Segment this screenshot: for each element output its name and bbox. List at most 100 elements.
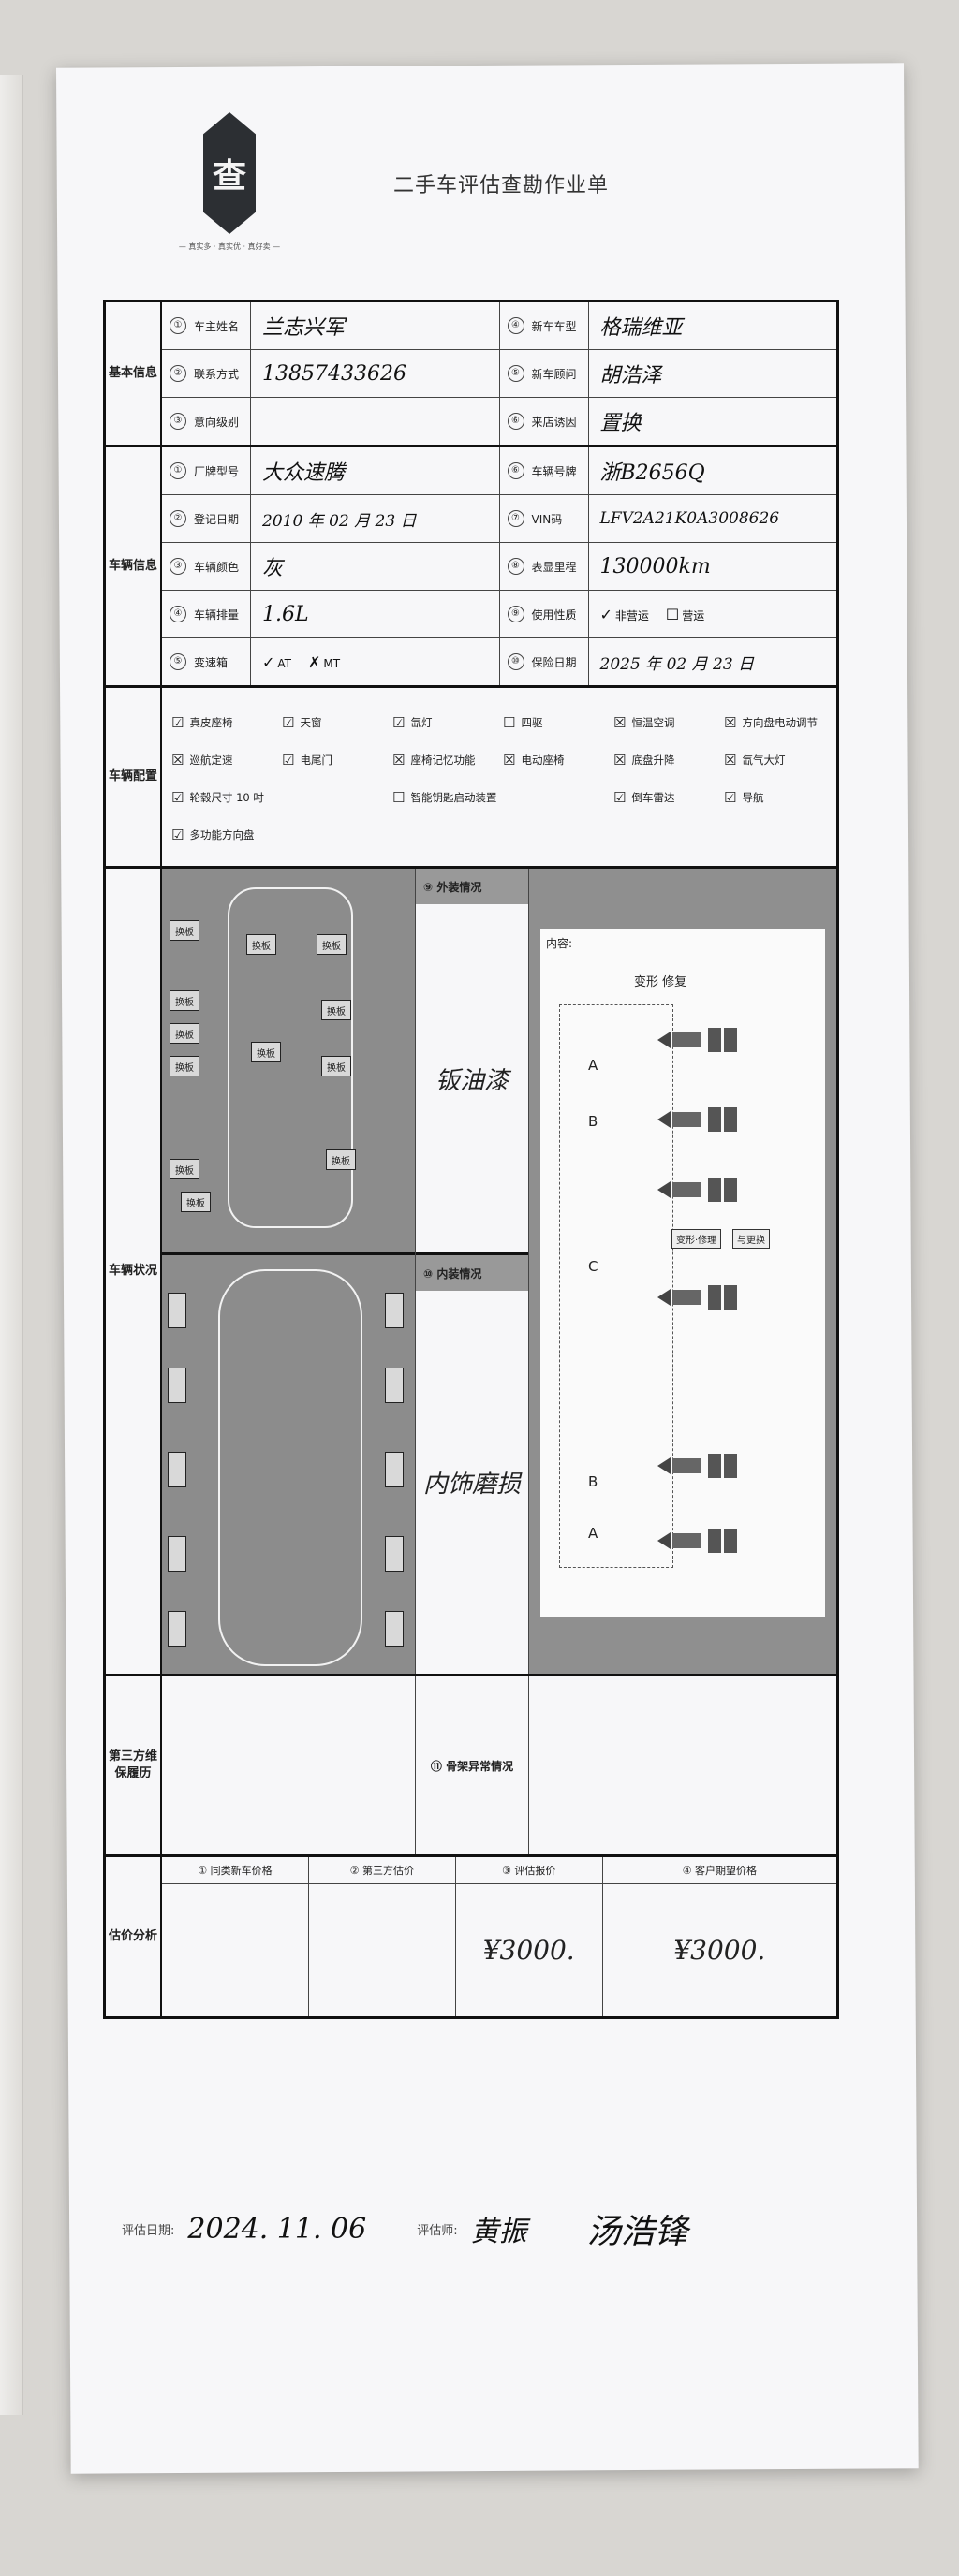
panel-box[interactable]: 换板 [170, 990, 199, 1011]
frame-marker[interactable] [657, 1178, 737, 1202]
usage-option-nonoperating[interactable]: ✓非营运 [599, 605, 649, 623]
customer-price-value[interactable]: ¥3000. [673, 1935, 766, 1966]
field-number: ① [170, 462, 186, 479]
brand-model-value[interactable]: 大众速腾 [251, 447, 500, 494]
config-item[interactable]: ☑电尾门 [282, 752, 332, 768]
displacement-value[interactable]: 1.6L [251, 591, 500, 637]
field-label: 来店诱因 [531, 415, 577, 429]
config-item[interactable]: ☑真皮座椅 [171, 714, 233, 731]
contact-value[interactable]: 13857433626 [251, 350, 500, 397]
interior-box[interactable] [385, 1368, 404, 1403]
date-value[interactable]: 2024. 11. 06 [187, 2212, 367, 2246]
field-number: ② [170, 365, 186, 382]
register-date-value[interactable]: 2010 年 02 月 23 日 [251, 495, 500, 542]
frame-abnormal-field[interactable] [529, 1676, 836, 1854]
signature[interactable]: 汤浩锋 [586, 2213, 688, 2251]
panel-box[interactable]: 换板 [170, 1056, 199, 1076]
price-value-row: ¥3000. ¥3000. [162, 1884, 836, 2016]
interior-box[interactable] [385, 1536, 404, 1572]
check-icon: ☑ [171, 827, 184, 843]
mileage-value[interactable]: 130000km [599, 554, 711, 578]
panel-box[interactable]: 换板 [317, 934, 347, 955]
gearbox-option-mt[interactable]: ✗MT [308, 652, 341, 671]
panel-box[interactable]: 换板 [170, 920, 199, 941]
new-car-price-value[interactable] [162, 1884, 309, 2016]
config-item[interactable]: ☐四驱 [503, 714, 543, 731]
plate-value[interactable]: 浙B2656Q [599, 461, 705, 485]
config-item[interactable]: ☒巡航定速 [171, 752, 233, 768]
cross-icon: ☒ [613, 714, 627, 731]
config-item[interactable]: ☒氙气大灯 [724, 752, 786, 768]
panel-box[interactable]: 换板 [321, 1000, 351, 1020]
interior-box[interactable] [385, 1293, 404, 1328]
interior-box[interactable] [168, 1293, 186, 1328]
gearbox-option-at[interactable]: ✓AT [262, 652, 292, 671]
interior-box[interactable] [168, 1611, 186, 1647]
frame-marker[interactable] [657, 1028, 737, 1052]
new-car-model-value[interactable]: 格瑞维亚 [599, 316, 683, 340]
config-item[interactable]: ☒方向盘电动调节 [724, 714, 818, 731]
panel-box[interactable]: 换板 [321, 1056, 351, 1076]
cross-icon: ☒ [724, 714, 737, 731]
frame-marker[interactable] [657, 1107, 737, 1132]
exterior-diagram: 换板 换板 换板 换板 换板 换板 换板 换板 换板 换板 换板 换板 [162, 869, 415, 1255]
config-item[interactable]: ☑氙灯 [392, 714, 433, 731]
config-item[interactable]: ☑轮毂尺寸 10 吋 [171, 789, 264, 806]
usage-option-operating[interactable]: ☐营运 [665, 605, 705, 623]
frame-marker[interactable] [657, 1529, 737, 1553]
owner-name-value[interactable]: 兰志兴军 [251, 302, 500, 349]
usage-options: ✓非营运 ☐营运 [589, 591, 837, 637]
adjacent-paper-edge [0, 75, 23, 2415]
color-value[interactable]: 灰 [251, 543, 500, 590]
panel-box[interactable]: 换板 [326, 1149, 356, 1170]
config-item[interactable]: ☒电动座椅 [503, 752, 565, 768]
config-item[interactable]: ☒座椅记忆功能 [392, 752, 476, 768]
interior-box[interactable] [385, 1611, 404, 1647]
price-header: ① 同类新车价格 [162, 1857, 309, 1883]
vin-value[interactable]: LFV2A21K0A3008626 [599, 509, 780, 528]
exterior-notes[interactable]: 钣油漆 [435, 1066, 509, 1095]
interior-box[interactable] [385, 1452, 404, 1487]
frame-marker[interactable] [657, 1454, 737, 1478]
appraiser-value[interactable]: 黄振 [470, 2216, 527, 2248]
intent-level-value[interactable] [251, 398, 500, 445]
sales-advisor-value[interactable]: 胡浩泽 [599, 364, 662, 388]
panel-box[interactable]: 换板 [246, 934, 276, 955]
price-header: ④ 客户期望价格 [682, 1865, 757, 1877]
visit-reason-value[interactable]: 置换 [599, 412, 642, 435]
panel-box[interactable]: 换板 [170, 1159, 199, 1179]
config-item[interactable]: ☒底盘升降 [613, 752, 675, 768]
config-item[interactable]: ☑倒车雷达 [613, 789, 675, 806]
panel-box[interactable]: 换板 [181, 1192, 211, 1212]
config-item[interactable]: ☑多功能方向盘 [171, 827, 255, 843]
config-item[interactable]: ☒恒温空调 [613, 714, 675, 731]
frame-diagram-panel: 内容: 变形 修复 A B C B A 变形·修理 与更换 [529, 869, 836, 1674]
check-icon: ☑ [282, 714, 295, 731]
config-item[interactable]: ☐智能钥匙启动装置 [392, 789, 497, 806]
appraisal-price-value[interactable]: ¥3000. [456, 1884, 603, 2016]
field-label: 使用性质 [531, 607, 577, 622]
condition-label: 车辆状况 [106, 869, 162, 1674]
interior-box[interactable] [168, 1452, 186, 1487]
footer: 评估日期: 2024. 11. 06 评估师: 黄振 汤浩锋 [122, 2204, 688, 2253]
config-grid: ☑真皮座椅 ☑天窗 ☑氙灯 ☐四驱 ☒恒温空调 ☒方向盘电动调节 ☒巡航定速 ☑… [162, 688, 836, 866]
interior-box[interactable] [168, 1368, 186, 1403]
frame-marker[interactable] [657, 1285, 737, 1310]
insurance-date-value[interactable]: 2025 年 02 月 23 日 [599, 654, 755, 674]
checkbox-icon: ☐ [392, 789, 406, 806]
frame-tag: 变形·修理 [671, 1229, 722, 1249]
interior-notes[interactable]: 内饰磨损 [422, 1471, 521, 1499]
panel-box[interactable]: 换板 [251, 1042, 281, 1062]
logo: 查 — 真实多 · 真实优 · 真好卖 — [179, 112, 280, 262]
page-title: 二手车评估查勘作业单 [393, 174, 610, 198]
maintenance-history-field[interactable] [162, 1676, 416, 1854]
third-party-price-value[interactable] [309, 1884, 456, 2016]
config-item[interactable]: ☑导航 [724, 789, 764, 806]
field-label: 车辆排量 [194, 607, 240, 622]
config-item[interactable]: ☑天窗 [282, 714, 322, 731]
panel-box[interactable]: 换板 [170, 1023, 199, 1044]
interior-box[interactable] [168, 1536, 186, 1572]
